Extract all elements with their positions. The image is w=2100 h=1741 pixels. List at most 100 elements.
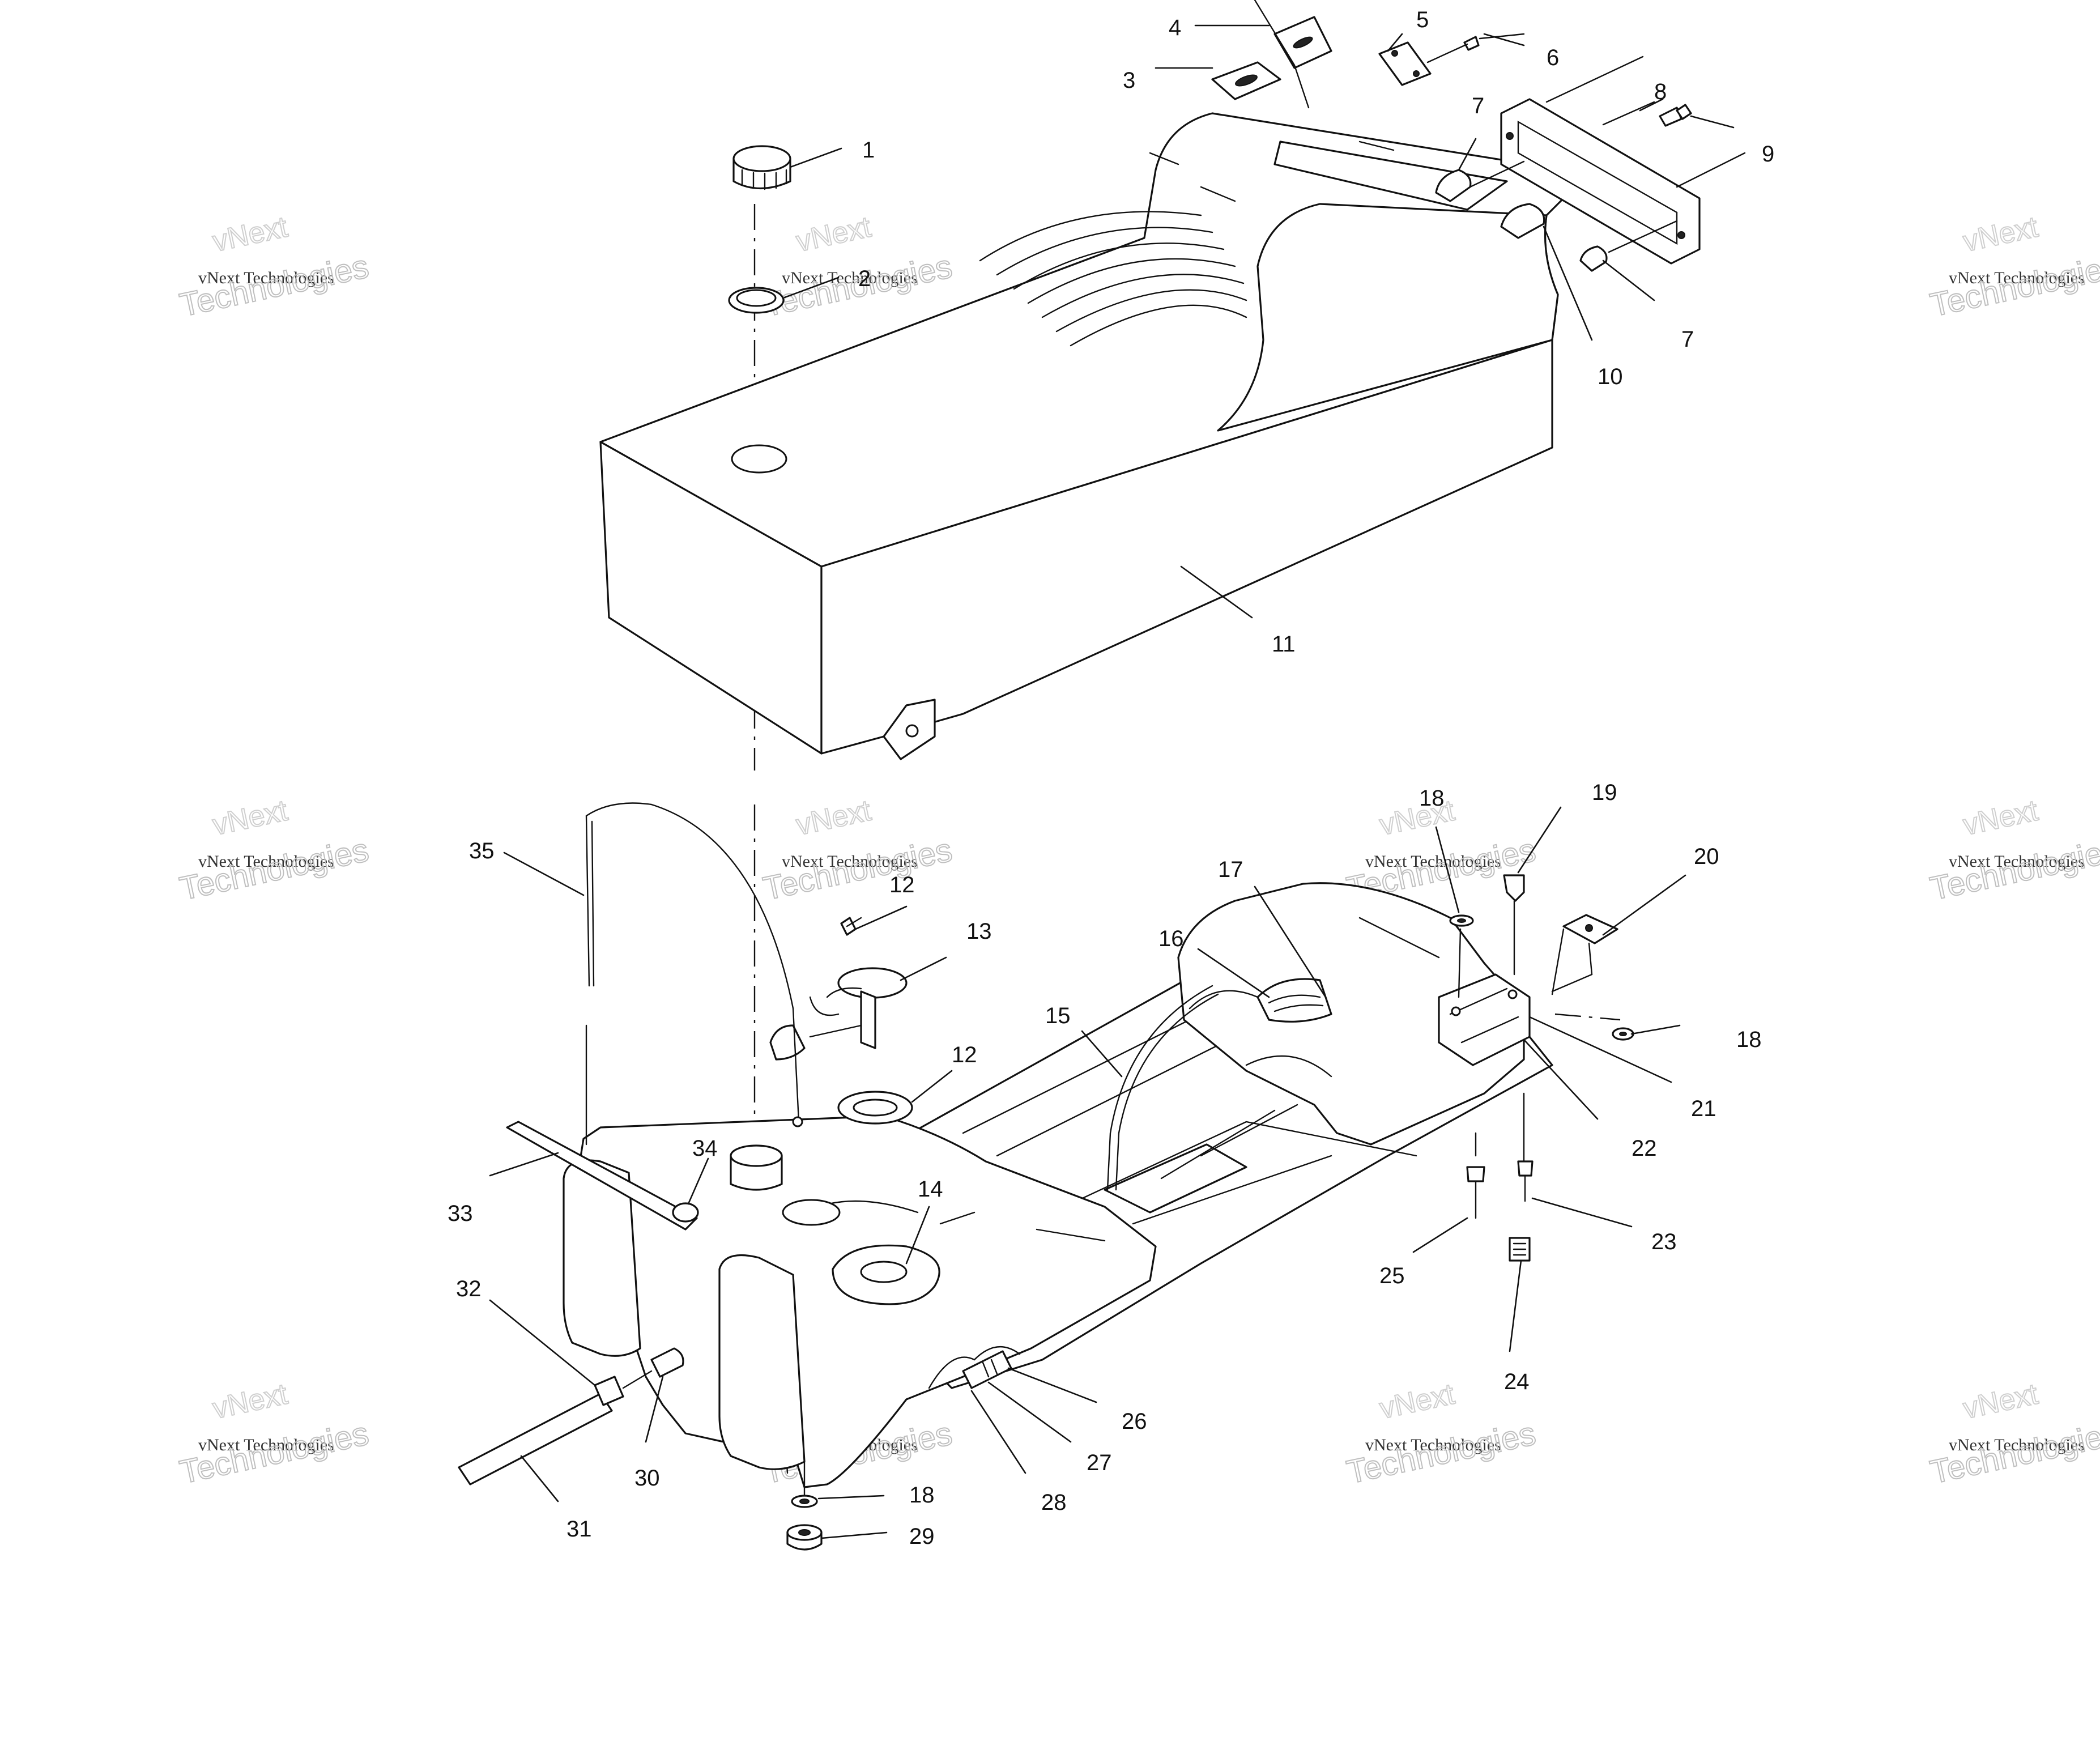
- plate-5-hole: [1413, 70, 1420, 77]
- callout-19: 19: [1592, 780, 1617, 805]
- watermark-word: Technologies: [760, 248, 956, 323]
- watermark: vNext vNext Technologies Technologies: [760, 793, 956, 908]
- leader-15: [1081, 1030, 1123, 1078]
- watermark-line: vNext Technologies: [198, 269, 334, 287]
- leader-8: [1639, 98, 1664, 112]
- hose-15: [1106, 985, 1213, 1191]
- watermark: vNext vNext Technologies Technologies: [176, 793, 373, 908]
- leader-7a: [1458, 138, 1477, 171]
- leader-12b: [911, 1070, 953, 1103]
- rear-bracket-hole: [1451, 1006, 1461, 1016]
- leader-22: [1523, 1038, 1599, 1120]
- washer-18-bottom-hole: [799, 1499, 810, 1504]
- chassis-crossmember: [1160, 1104, 1298, 1180]
- callout-2: 2: [858, 266, 871, 291]
- watermark: vNext vNext Technologies Technologies: [176, 1377, 373, 1491]
- washer-18-right-hole: [1619, 1032, 1627, 1036]
- callout-7b: 7: [1681, 327, 1694, 352]
- seat-rib: [996, 227, 1213, 276]
- tank-cutout: [928, 1346, 1021, 1389]
- lower-assembly: [458, 802, 1634, 1551]
- callout-18b: 18: [1736, 1027, 1762, 1052]
- grommet-12-axis: [846, 917, 862, 927]
- leader-35: [503, 852, 585, 896]
- fuel-cap-ribs: [741, 169, 787, 190]
- watermark-line: vNext Technologies: [1365, 852, 1501, 871]
- grommet-12-upper: [840, 917, 857, 936]
- callout-22: 22: [1632, 1136, 1657, 1161]
- screw-9: [1676, 104, 1692, 120]
- watermark-brand: vNext: [210, 794, 291, 841]
- callout-31: 31: [566, 1517, 592, 1542]
- watermark-word: Technologies: [1927, 248, 2100, 323]
- callout-6: 6: [1547, 45, 1559, 70]
- leader-33: [489, 1152, 559, 1177]
- stud-24-thread: [1513, 1242, 1527, 1256]
- filler-gasket-inner: [736, 289, 777, 307]
- watermark-brand: vNext: [210, 210, 291, 258]
- pickup-bracket: [809, 1024, 862, 1038]
- fitting-34: [672, 1202, 699, 1223]
- callout-24: 24: [1504, 1369, 1530, 1394]
- leader-29: [820, 1531, 888, 1539]
- callout-12a: 12: [889, 872, 915, 897]
- callout-3: 3: [1123, 68, 1135, 93]
- tank-filler-neck: [782, 1199, 841, 1226]
- watermark-brand: vNext: [793, 210, 874, 258]
- watermark-line: vNext Technologies: [198, 852, 334, 871]
- watermark-line: vNext Technologies: [1949, 1436, 2085, 1454]
- sender-plate-hole: [860, 1261, 908, 1283]
- watermark-line: vNext Technologies: [782, 269, 918, 287]
- rear-cowl-vent-lines: [1268, 994, 1324, 1012]
- watermark: vNext vNext Technologies Technologies: [1927, 793, 2100, 908]
- tail-light-frame-hole: [1506, 132, 1514, 140]
- callout-12b: 12: [952, 1042, 977, 1067]
- watermark-word: Technologies: [1927, 1415, 2100, 1491]
- leader-14: [905, 1206, 930, 1265]
- tail-light-frame-inner: [1517, 120, 1678, 245]
- tank-lobe-right: [718, 1254, 806, 1470]
- leader-lines: [489, 24, 1735, 1539]
- watermark: vNext vNext Technologies Technologies: [1927, 210, 2100, 324]
- nut-29-hole: [798, 1529, 811, 1536]
- chassis-plate: [1104, 1143, 1247, 1214]
- callout-14: 14: [918, 1177, 943, 1202]
- callout-5: 5: [1416, 7, 1429, 32]
- fitting-26-ribs: [982, 1359, 998, 1378]
- watermark-line: vNext Technologies: [782, 852, 918, 871]
- chassis-rail-lines: [962, 996, 1417, 1225]
- leader-31: [520, 1455, 559, 1502]
- callout-4: 4: [1169, 15, 1181, 40]
- fastener-axis: [1475, 1092, 1525, 1168]
- vent-line-35-end: [792, 1116, 803, 1127]
- seat-rib: [1070, 304, 1247, 347]
- leader-20: [1602, 874, 1686, 936]
- pickup-flange-13: [837, 967, 908, 999]
- frame-axis: [1545, 56, 1746, 188]
- callout-20: 20: [1694, 844, 1719, 869]
- screw-8: [1659, 107, 1682, 127]
- fuel-line-fitting-30: [650, 1347, 684, 1378]
- leader-27: [987, 1381, 1072, 1443]
- callout-15: 15: [1045, 1003, 1071, 1028]
- filter-13: [769, 1024, 806, 1061]
- watermark-line: vNext Technologies: [198, 1436, 334, 1454]
- pickup-tube-13: [860, 990, 876, 1049]
- fuel-line-axis: [622, 1370, 653, 1389]
- watermark-line: vNext Technologies: [1949, 852, 2085, 871]
- callout-23: 23: [1651, 1229, 1677, 1254]
- leader-10: [1543, 225, 1593, 341]
- pad-3-slot: [1235, 74, 1258, 87]
- washer-18-axis: [1458, 928, 1462, 998]
- seat-rear-hump: [1217, 203, 1559, 432]
- screw-6-axis: [1426, 33, 1525, 63]
- pickup-line-13: [809, 987, 862, 1016]
- callout-26: 26: [1122, 1409, 1147, 1434]
- watermark-line: vNext Technologies: [1949, 269, 2085, 287]
- seat-rib: [979, 211, 1202, 262]
- pad-4-slot: [1293, 36, 1313, 49]
- plate-5-hole: [1391, 50, 1398, 57]
- callout-18c: 18: [909, 1483, 935, 1508]
- callout-labels: 1 2 3 4 5 6 7 7 8 9 10 11 12 12 13 14 15…: [448, 7, 1774, 1549]
